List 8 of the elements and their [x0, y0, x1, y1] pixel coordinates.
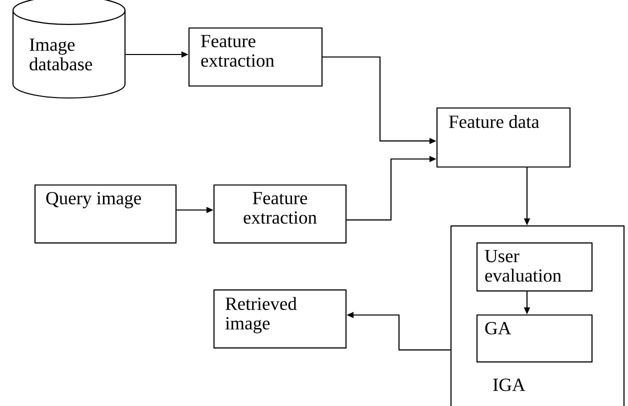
process-box: Query image	[34, 184, 177, 244]
process-box: GA	[476, 314, 593, 363]
process-box: Feature extraction	[188, 27, 323, 87]
process-box: User evaluation	[476, 242, 593, 292]
process-box: Feature extraction	[213, 184, 347, 244]
database-cylinder: Image database	[12, 0, 126, 99]
process-box: Retrieved image	[213, 289, 347, 349]
process-box: Feature data	[436, 107, 571, 168]
